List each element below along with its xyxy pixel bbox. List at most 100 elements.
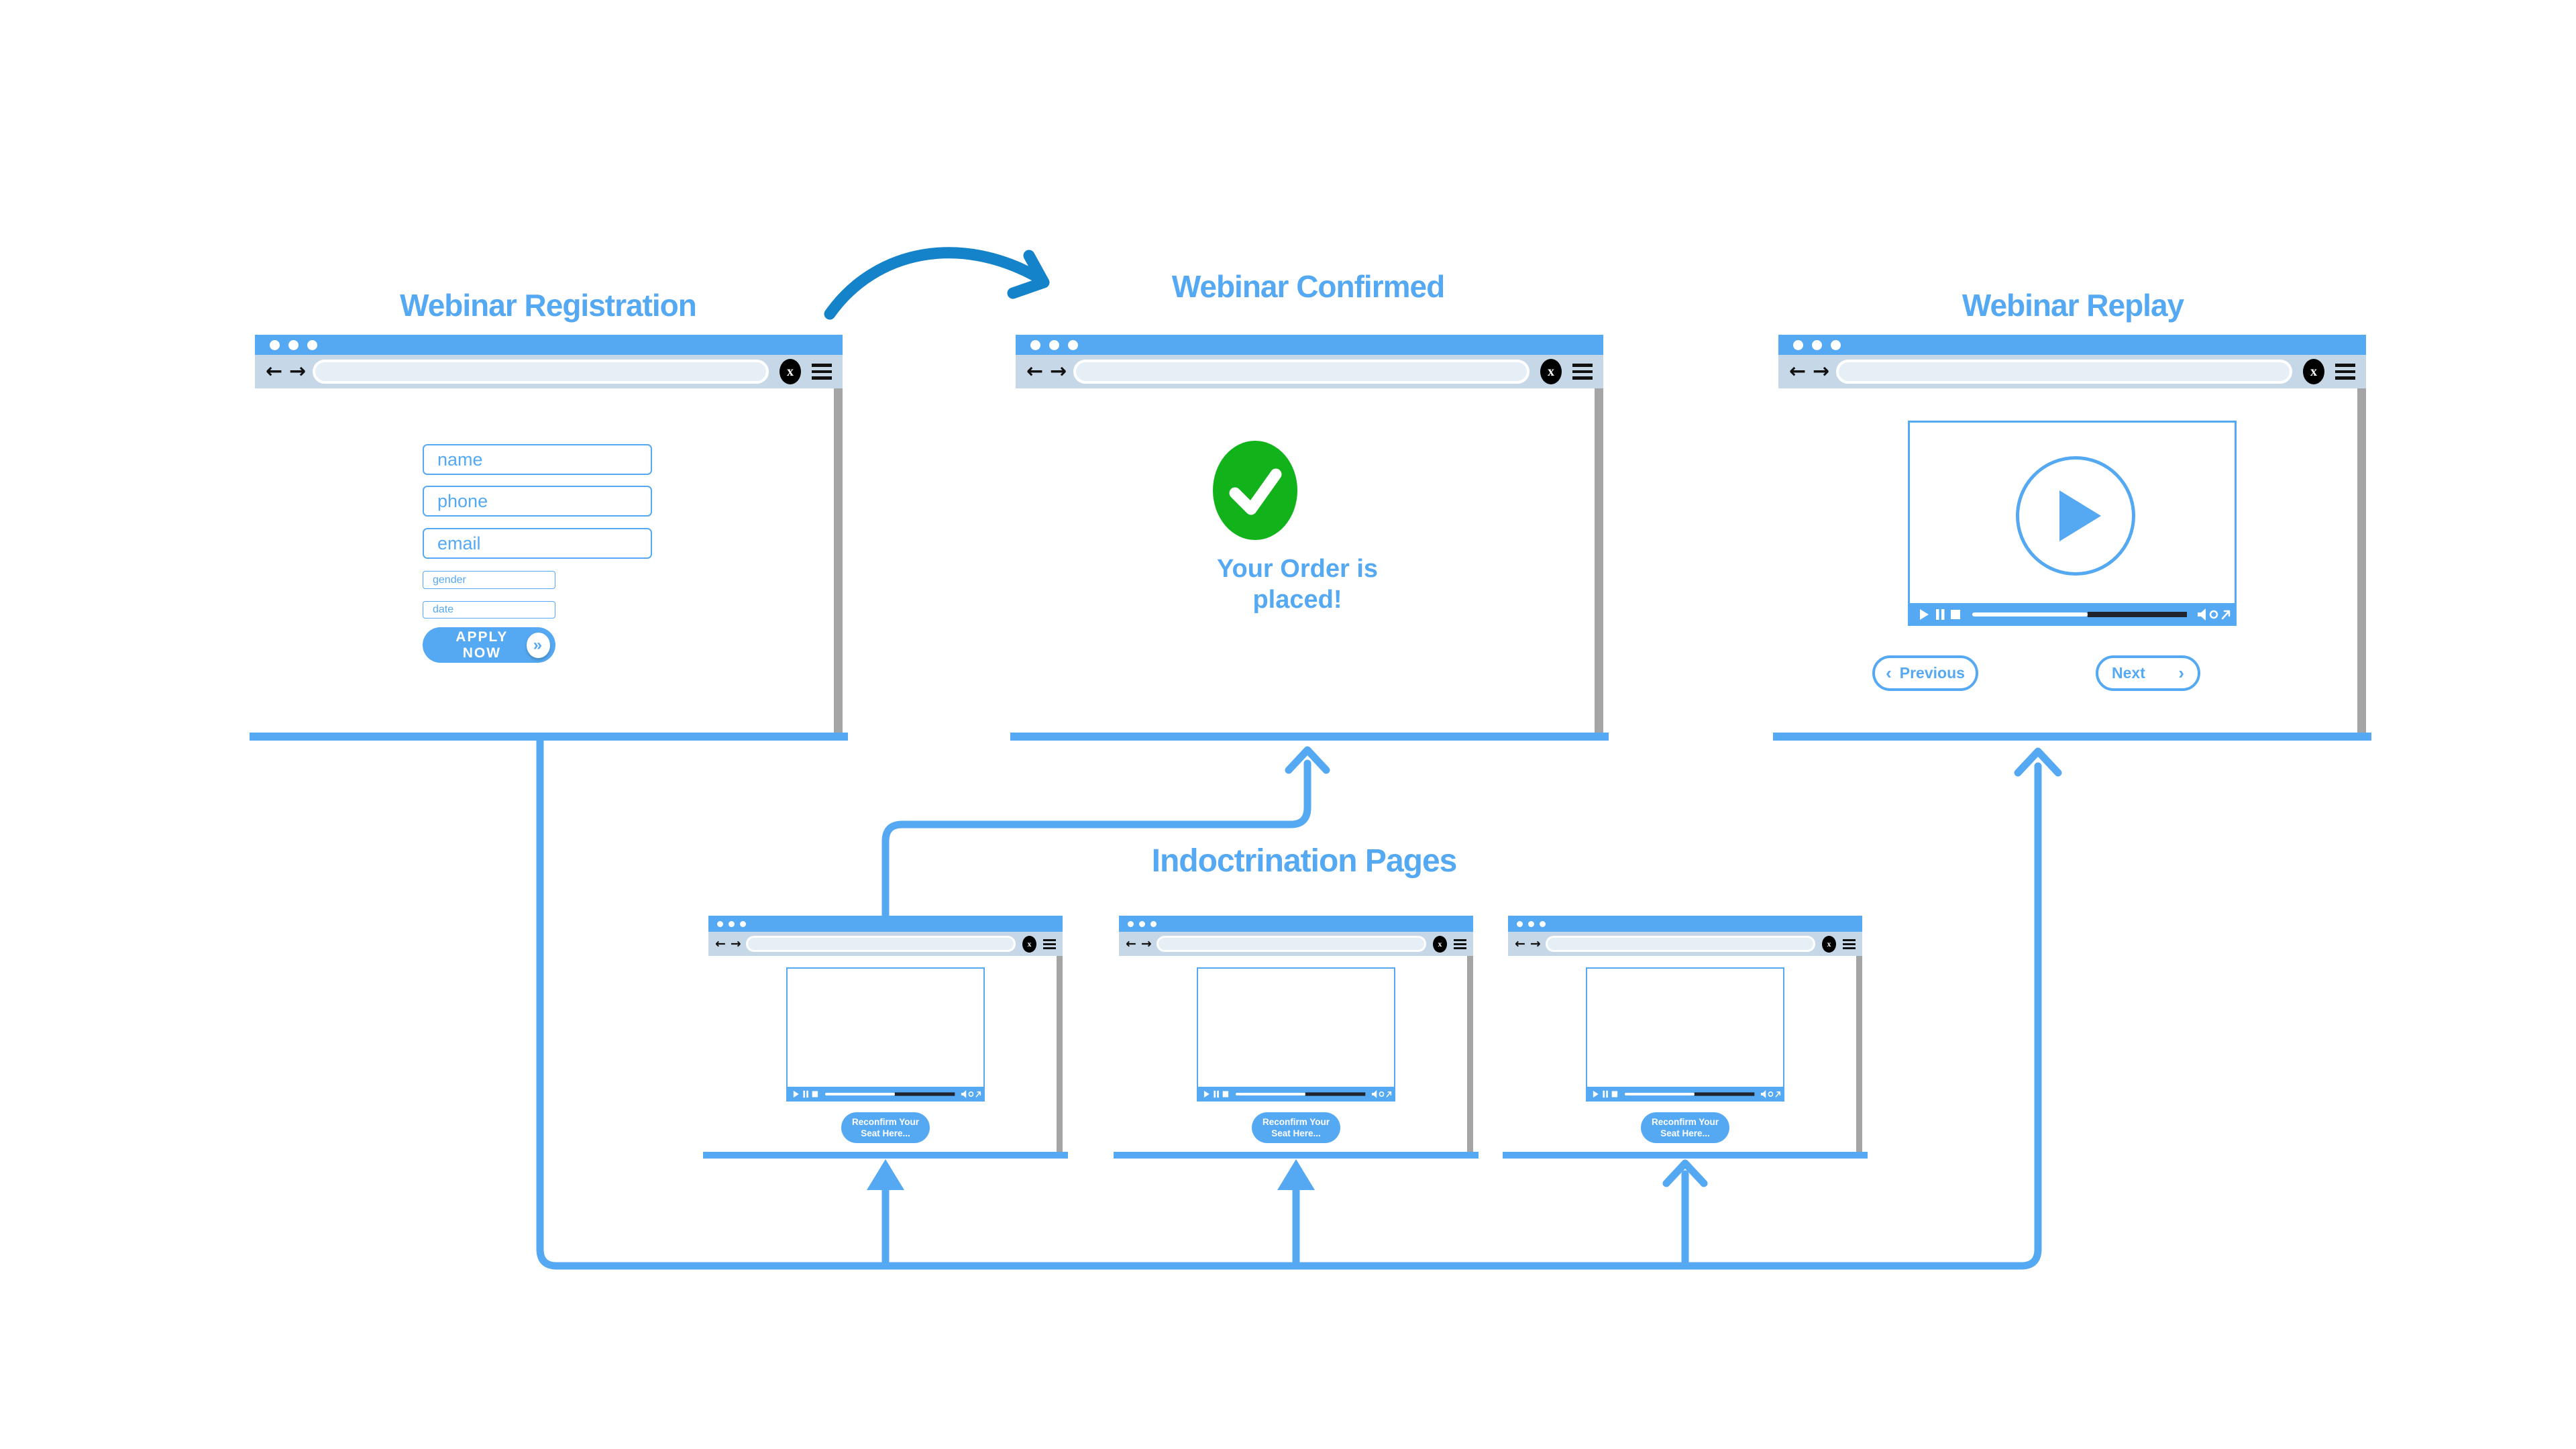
- browser-address-bar: ← → x: [1119, 932, 1473, 956]
- window-dot-icon: [1793, 339, 1803, 350]
- progress-bar-remaining: [2088, 612, 2187, 617]
- stop-icon: [812, 1091, 818, 1097]
- window-dot-icon: [1812, 339, 1822, 350]
- heading-webinar-confirmed: Webinar Confirmed: [1171, 269, 1445, 304]
- video-controls-bar[interactable]: [1586, 1087, 1784, 1102]
- url-field[interactable]: [1156, 936, 1426, 952]
- forward-icon[interactable]: →: [1529, 936, 1541, 951]
- gender-field[interactable]: [423, 571, 555, 589]
- x-social-icon[interactable]: x: [780, 359, 801, 384]
- back-icon[interactable]: ←: [1515, 936, 1525, 951]
- registration-window: ← → x APPLY NOW »: [255, 335, 843, 733]
- progress-bar-played: [1972, 612, 2088, 616]
- window-dot-icon: [1150, 920, 1157, 927]
- indoctrination-window-1-bottom-bar: [703, 1152, 1068, 1159]
- order-placed-message: Your Order is placed!: [1197, 553, 1398, 615]
- window-dot-icon: [1128, 920, 1134, 927]
- menu-icon[interactable]: [1454, 938, 1466, 949]
- url-field[interactable]: [1836, 360, 2292, 384]
- phone-field[interactable]: [423, 486, 652, 517]
- window-dot-icon: [1030, 339, 1040, 350]
- scrollbar[interactable]: [1467, 956, 1473, 1152]
- indoctrination-page-content: Reconfirm Your Seat Here...: [708, 956, 1063, 1152]
- menu-icon[interactable]: [1043, 938, 1056, 949]
- volume-icon: [2198, 608, 2206, 621]
- video-controls-bar[interactable]: [786, 1087, 985, 1102]
- window-dot-icon: [288, 339, 299, 350]
- scrollbar[interactable]: [1595, 388, 1603, 733]
- forward-icon[interactable]: →: [730, 936, 741, 951]
- url-field[interactable]: [745, 936, 1016, 952]
- play-icon: [1203, 1090, 1210, 1098]
- progress-bar-played: [824, 1093, 895, 1095]
- video-controls-bar[interactable]: [1197, 1087, 1395, 1102]
- name-field[interactable]: [423, 444, 652, 475]
- order-placed-line2: placed!: [1252, 586, 1342, 614]
- reconfirm-seat-button[interactable]: Reconfirm Your Seat Here...: [1641, 1112, 1729, 1143]
- progress-bar-played: [1235, 1093, 1305, 1095]
- pause-icon: [806, 1090, 808, 1098]
- forward-icon[interactable]: →: [1140, 936, 1152, 951]
- chevron-left-icon: ‹: [1886, 663, 1892, 683]
- arrow-registration-to-confirmed: [824, 247, 1044, 320]
- window-dot-icon: [1068, 339, 1078, 350]
- x-social-icon[interactable]: x: [1540, 359, 1562, 384]
- x-social-icon[interactable]: x: [1433, 935, 1447, 953]
- previous-button[interactable]: ‹ Previous: [1872, 655, 1978, 691]
- x-social-icon[interactable]: x: [1022, 935, 1036, 953]
- back-icon[interactable]: ←: [1026, 360, 1044, 383]
- arrowhead-to-page-1: [867, 1159, 904, 1190]
- back-icon[interactable]: ←: [715, 936, 726, 951]
- next-button[interactable]: Next ›: [2096, 655, 2200, 691]
- play-button-icon[interactable]: [2016, 456, 2135, 576]
- arrowhead-to-page-2: [1277, 1159, 1315, 1190]
- forward-icon[interactable]: →: [1813, 360, 1830, 383]
- confirmed-window-bottom-bar: [1010, 733, 1609, 741]
- menu-icon[interactable]: [812, 364, 832, 380]
- reconfirm-seat-button[interactable]: Reconfirm Your Seat Here...: [1252, 1112, 1340, 1143]
- apply-now-button[interactable]: APPLY NOW »: [423, 627, 555, 663]
- browser-title-bar: [708, 916, 1063, 932]
- confirmed-page-content: Your Order is placed!: [1016, 388, 1603, 733]
- video-controls-bar[interactable]: [1908, 603, 2237, 626]
- volume-icon: [961, 1090, 967, 1098]
- email-field[interactable]: [423, 528, 652, 559]
- back-icon[interactable]: ←: [1789, 360, 1807, 383]
- scrollbar[interactable]: [1057, 956, 1063, 1152]
- browser-title-bar: [255, 335, 843, 355]
- pause-icon: [1936, 609, 1939, 620]
- window-dot-icon: [307, 339, 317, 350]
- registration-window-bottom-bar: [250, 733, 848, 741]
- menu-icon[interactable]: [2335, 364, 2355, 380]
- fullscreen-icon: [975, 1091, 981, 1097]
- url-field[interactable]: [1073, 360, 1529, 384]
- scrollbar[interactable]: [2357, 388, 2366, 733]
- reconfirm-line1: Reconfirm Your: [851, 1117, 920, 1127]
- scrollbar[interactable]: [834, 388, 843, 733]
- volume-icon: [1371, 1090, 1377, 1098]
- pause-icon: [1941, 609, 1945, 620]
- indoctrination-page-content: Reconfirm Your Seat Here...: [1508, 956, 1862, 1152]
- reconfirm-line2: Seat Here...: [1660, 1128, 1710, 1138]
- menu-icon[interactable]: [1843, 938, 1856, 949]
- browser-title-bar: [1119, 916, 1473, 932]
- progress-bar-remaining: [1305, 1092, 1366, 1096]
- x-social-icon[interactable]: x: [2303, 359, 2324, 384]
- fullscreen-icon: [2221, 610, 2231, 620]
- settings-icon: [968, 1091, 974, 1097]
- url-field[interactable]: [313, 360, 769, 384]
- forward-icon[interactable]: →: [1050, 360, 1067, 383]
- registration-page-content: APPLY NOW »: [255, 388, 843, 733]
- fullscreen-icon: [1775, 1091, 1781, 1097]
- date-field[interactable]: [423, 601, 555, 619]
- pause-icon: [1214, 1090, 1216, 1098]
- window-dot-icon: [717, 920, 723, 927]
- scrollbar[interactable]: [1856, 956, 1862, 1152]
- back-icon[interactable]: ←: [1126, 936, 1136, 951]
- url-field[interactable]: [1545, 936, 1815, 952]
- x-social-icon[interactable]: x: [1822, 935, 1836, 953]
- forward-icon[interactable]: →: [289, 360, 307, 383]
- back-icon[interactable]: ←: [266, 360, 283, 383]
- menu-icon[interactable]: [1572, 364, 1593, 380]
- reconfirm-seat-button[interactable]: Reconfirm Your Seat Here...: [841, 1112, 930, 1143]
